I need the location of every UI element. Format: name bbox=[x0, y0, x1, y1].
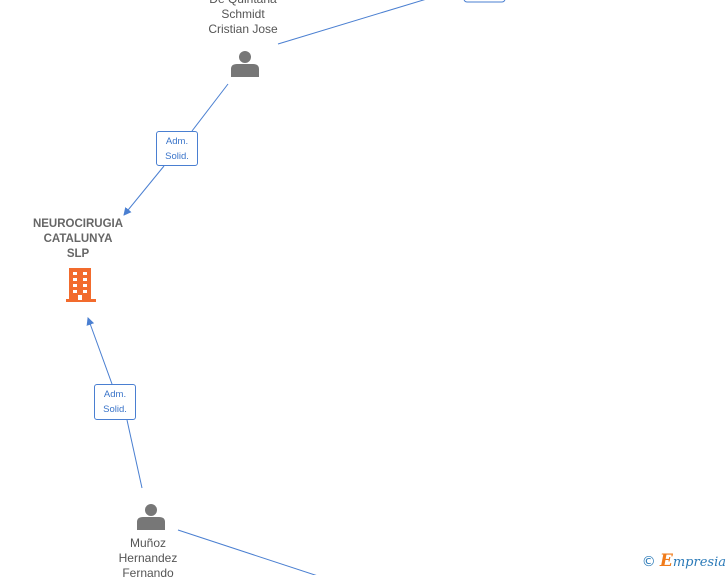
person-icon[interactable] bbox=[137, 504, 165, 530]
edge-line-bottom-offscreen bbox=[177, 529, 317, 575]
brand-logo-initial: E bbox=[659, 551, 673, 571]
edge-line-bottom-to-company bbox=[126, 419, 143, 489]
edge-tag-top-offscreen[interactable] bbox=[463, 0, 506, 3]
edge-tag-top-to-company[interactable]: Adm. Solid. bbox=[156, 131, 198, 166]
brand-logo-text: mpresia bbox=[672, 555, 726, 570]
building-icon[interactable] bbox=[66, 268, 96, 302]
company-name[interactable]: NEUROCIRUGIA CATALUNYA SLP bbox=[32, 218, 124, 260]
edge-arrow-top-to-company bbox=[123, 165, 165, 216]
edge-arrow-bottom-to-company bbox=[86, 317, 113, 385]
edge-tag-bottom-to-company[interactable]: Adm. Solid. bbox=[94, 384, 136, 420]
person-icon[interactable] bbox=[231, 51, 259, 77]
edge-line-top-offscreen bbox=[277, 0, 426, 45]
empresia-watermark: © Empresia bbox=[642, 551, 726, 571]
copyright-icon: © bbox=[641, 554, 656, 570]
person-name-bottom[interactable]: Muñoz Hernandez Fernando bbox=[118, 536, 178, 580]
person-name-top[interactable]: De Quintana Schmidt Cristian Jose bbox=[208, 0, 278, 36]
edge-line-top-to-company bbox=[191, 83, 229, 132]
